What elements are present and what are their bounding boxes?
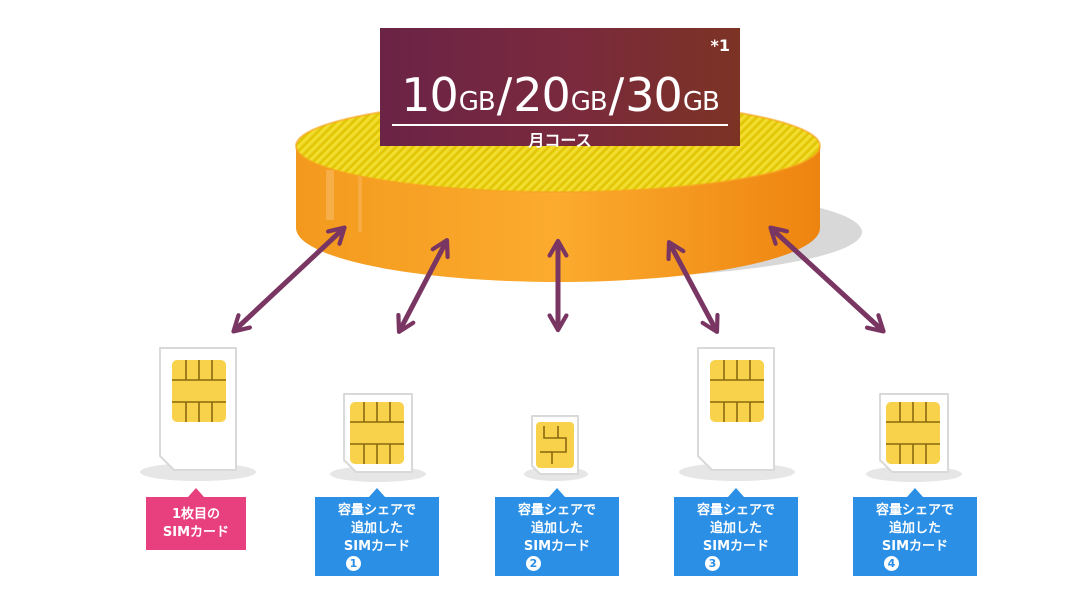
callout-line: 容量シェアで	[337, 503, 416, 518]
number-badge: 4	[883, 556, 899, 571]
plan-subtitle: 月コース	[528, 131, 592, 150]
plan-value-3: 30	[625, 68, 683, 122]
number-badge: 2	[525, 556, 541, 571]
double-arrow-icon	[396, 238, 450, 334]
callout-line: 1枚目の	[171, 506, 221, 522]
number-badge: 1	[345, 556, 361, 571]
title-divider	[392, 124, 728, 126]
plan-separator: /	[496, 68, 512, 122]
callout-first-sim: 1枚目の SIMカード	[146, 488, 246, 550]
plan-value-2: 20	[513, 68, 571, 122]
callout-line: 追加した	[888, 521, 941, 536]
sim-card-icon	[879, 393, 949, 473]
callout-line: 追加した	[709, 521, 762, 536]
footnote-marker: *1	[710, 36, 731, 55]
plan-unit-3: GB	[682, 87, 720, 117]
callout-line: 容量シェアで	[875, 503, 954, 518]
sim-card-icon	[159, 347, 237, 471]
plan-value-1: 10	[401, 68, 459, 122]
plan-unit-2: GB	[570, 87, 608, 117]
double-arrow-icon	[231, 225, 347, 334]
plan-separator: /	[608, 68, 624, 122]
callout-line: 追加した	[530, 521, 583, 536]
double-arrow-icon	[768, 225, 886, 334]
arrows	[231, 225, 886, 334]
callout-line: 容量シェアで	[696, 503, 775, 518]
nano-sim-card-icon	[531, 415, 579, 475]
number-badge: 3	[704, 556, 720, 571]
callout-line: SIMカード	[162, 524, 230, 540]
sim-card-icon	[697, 347, 775, 471]
double-arrow-icon	[666, 240, 720, 334]
sim-card-icon	[343, 393, 413, 473]
callout-line: 容量シェアで	[517, 503, 596, 518]
plan-unit-1: GB	[458, 87, 496, 117]
callout-line: 追加した	[350, 521, 403, 536]
